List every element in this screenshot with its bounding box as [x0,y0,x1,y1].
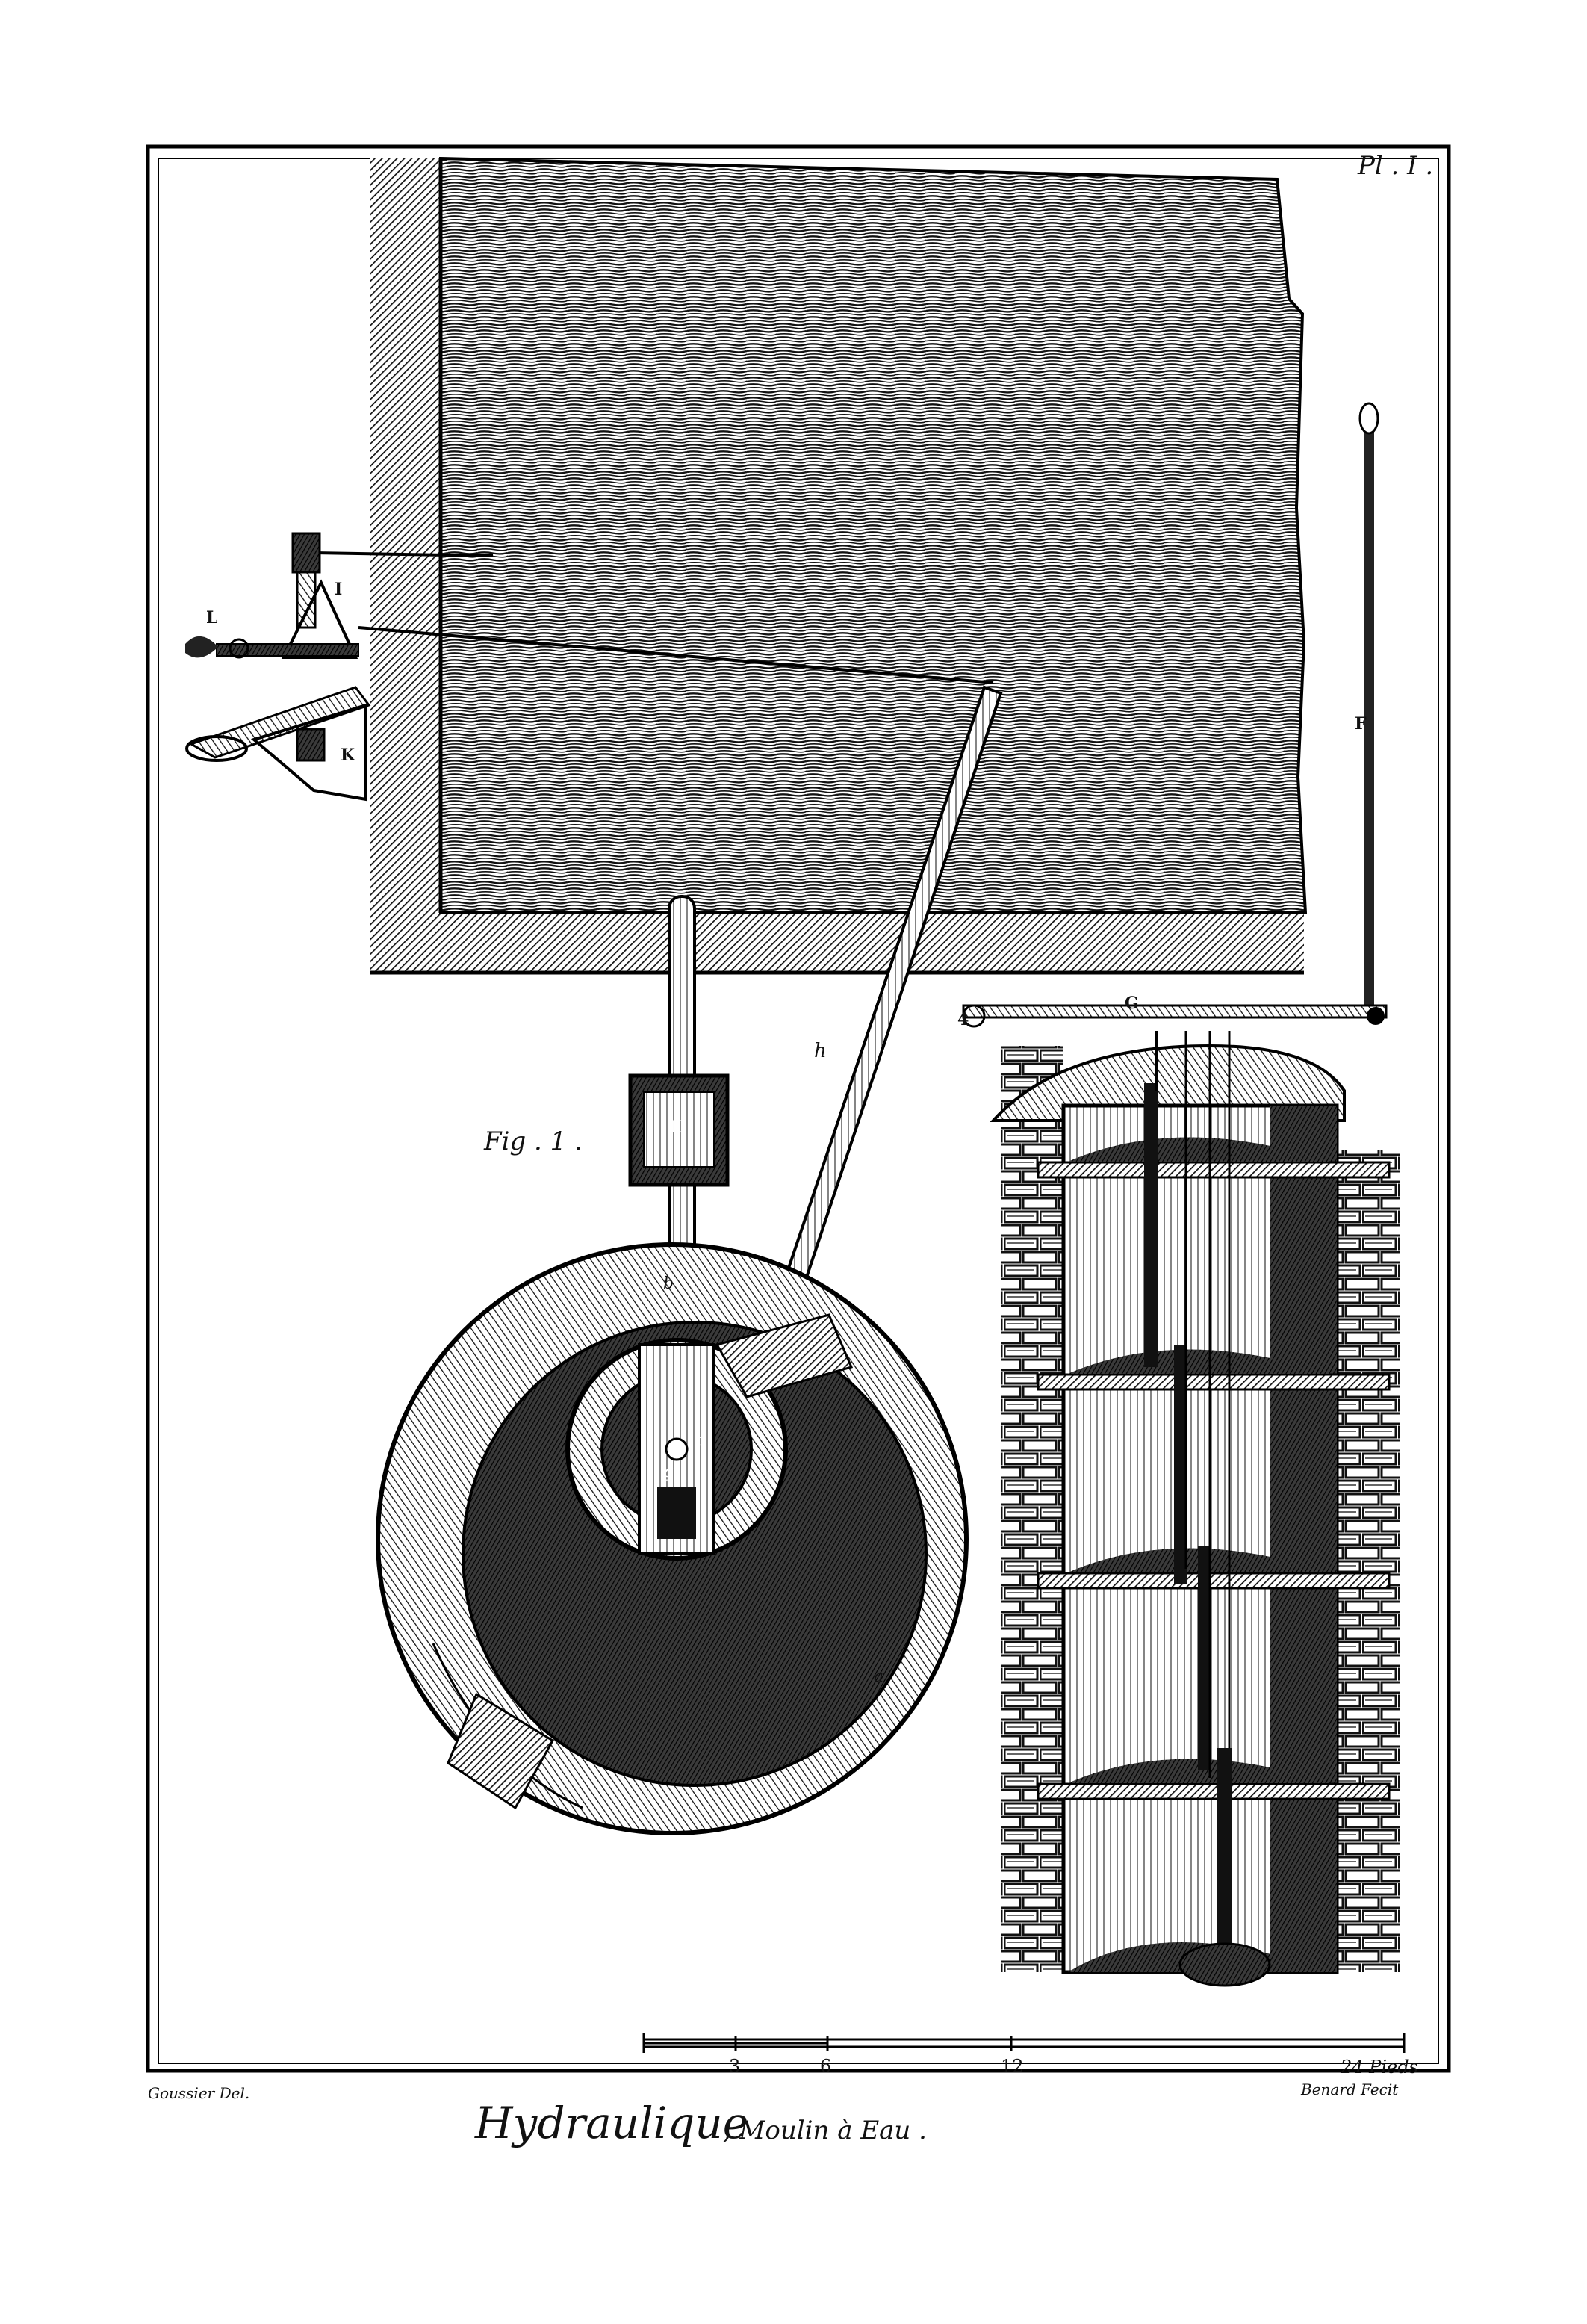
plate-number: Pl . I . [1358,151,1434,181]
scale-tick-12: 12 [1001,2056,1024,2077]
label-g: g [663,1463,674,1481]
label-b: b [663,1274,674,1293]
scale-tick-3: 3 [729,2056,741,2077]
scale-bar [642,2033,1406,2053]
lever-rod-F [962,402,1388,1028]
label-E: E [671,1118,683,1137]
inner-frame [158,158,1439,2064]
scale-tick-6: 6 [820,2056,832,2077]
scale-unit: 24 Pieds [1341,2057,1418,2077]
label-a: a [874,1667,884,1686]
label-L: L [206,608,218,628]
reservoir [370,156,1308,975]
compass-square [185,686,371,802]
level-instrument [185,532,994,684]
label-h: h [814,1040,827,1062]
plate-title: Hydraulique [475,2098,749,2148]
engraver-credit: Benard Fecit [1301,2080,1399,2098]
label-K: K [341,746,355,765]
outer-frame [146,144,1451,2073]
label-d: d [696,1431,707,1450]
mill-tower-section [990,1031,1400,1987]
millstone-wheel [376,1242,969,1835]
label-4: 4 [957,1010,969,1029]
figure-number: Fig . 1 . [484,1127,583,1156]
label-I: I [335,580,343,599]
label-G: G [1125,994,1139,1013]
label-F: F [1355,714,1367,734]
draughtsman-credit: Goussier Del. [148,2084,250,2102]
plate-subtitle: , Moulin à Eau . [723,2116,927,2145]
